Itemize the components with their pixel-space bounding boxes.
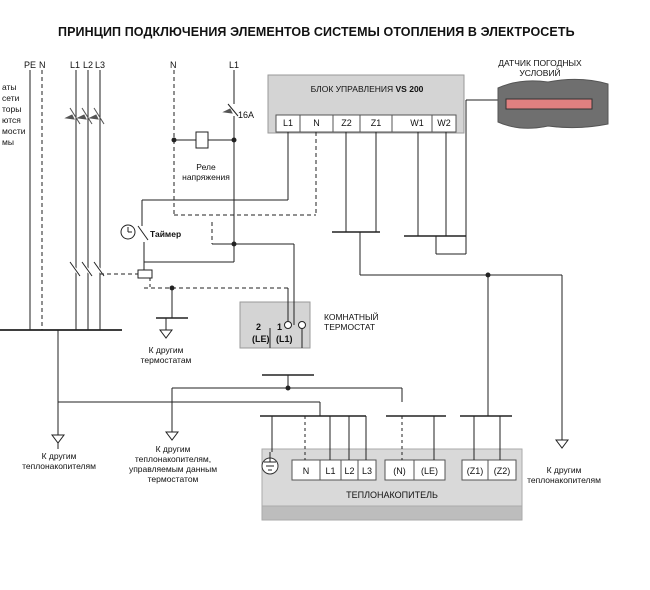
ground-icon [261,452,279,475]
voltage-relay-icon [195,131,209,149]
timer-icon [120,224,136,240]
thermostat-term2-sub: (LE) [252,334,270,344]
control-terminal-w2: W2 [437,118,451,128]
left-cut-text: аты сети торы ются мости мы [2,82,26,147]
control-terminal-l1: L1 [282,118,293,128]
heater-terminal-z1: (Z1) [466,466,484,476]
weather-sensor-label: ДАТЧИК ПОГОДНЫХ УСЛОВИЙ [498,58,582,78]
heater-base [261,505,523,521]
control-unit-title: БЛОК УПРАВЛЕНИЯ VS 200 [310,84,424,94]
label-l1-relay: L1 [229,60,240,70]
relay-label: Реле напряжения [182,162,230,182]
note-other-thermostats: К другим термостатам [140,345,192,365]
thermostat-label: КОМНАТНЫЙ ТЕРМОСТАТ [324,312,379,332]
thermostat-term1: 1 [277,322,283,332]
thermostat-term1-sub: (L1) [276,334,293,344]
fuse-rating: 16A [238,110,255,120]
control-terminal-strip [275,114,457,133]
thermostat-term2: 2 [256,322,262,332]
heater-terminal-l1: L1 [325,466,336,476]
heater-label: ТЕПЛОНАКОПИТЕЛЬ [346,490,438,500]
control-terminal-z1: Z1 [370,118,382,128]
note-other-heaters-controlled: К другим теплонакопителям, управляемым д… [128,444,218,484]
main-breaker-icon [64,107,105,125]
heater-terminal-block-2 [384,459,446,481]
timer-label: Таймер [150,229,182,239]
weather-sensor-icon [497,78,609,129]
label-l1: L1 [70,60,81,70]
label-pe: PE [24,60,37,70]
note-other-heaters-right: К другим теплонакопителям [527,465,601,485]
heater-terminal-l2: L2 [344,466,355,476]
label-l3: L3 [95,60,106,70]
heater-terminal-z2: (Z2) [493,466,511,476]
label-n: N [39,60,46,70]
heater-terminal-n: N [302,466,310,476]
control-terminal-w1: W1 [410,118,424,128]
contactor-icon [68,261,106,277]
heater-terminal-le: (LE) [420,466,438,476]
label-l2: L2 [83,60,94,70]
contactor-coil-icon [137,269,153,279]
page-title: ПРИНЦИП ПОДКЛЮЧЕНИЯ ЭЛЕМЕНТОВ СИСТЕМЫ ОТ… [58,25,575,39]
control-terminal-z2: Z2 [341,118,352,128]
heater-terminal-n2: (N) [393,466,406,476]
heater-terminal-l3: L3 [361,466,372,476]
control-terminal-n: N [313,118,320,128]
note-other-heaters-left: К другим теплонакопителям [22,451,96,471]
heater-terminal-block-3 [461,459,517,481]
heater-terminal-block-1 [291,459,377,481]
label-n-relay: N [170,60,177,70]
